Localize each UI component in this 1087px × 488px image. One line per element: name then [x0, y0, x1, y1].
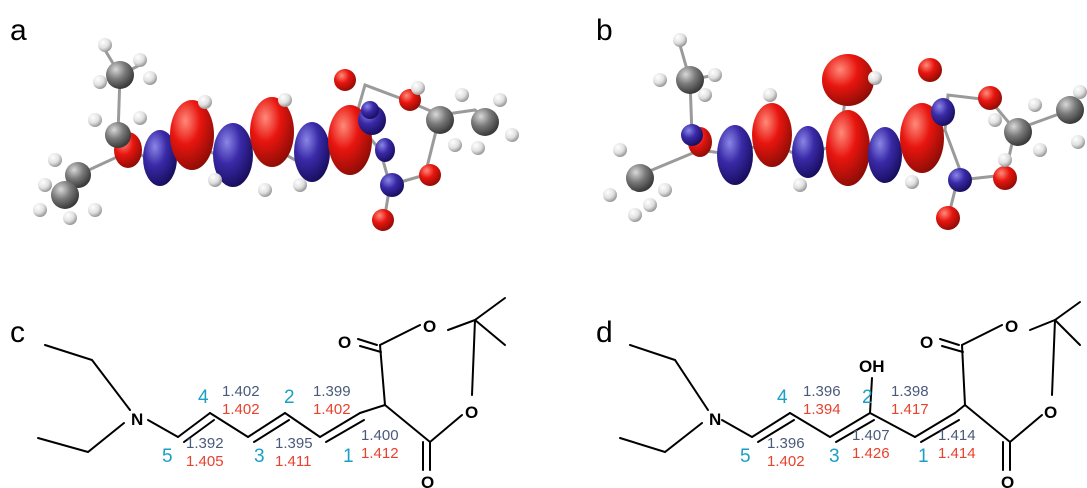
panel-d: d N OH O O O — [596, 301, 1081, 488]
bond-length-2-gray: 1.398 — [891, 383, 929, 400]
panel-a: a — [10, 14, 519, 231]
bond-length-3-red: 1.411 — [275, 453, 311, 470]
bond-index-2: 2 — [284, 387, 295, 408]
panel-b: b — [596, 14, 1087, 230]
atom-n: N — [709, 410, 721, 429]
panel-c-label: c — [10, 316, 25, 349]
bond-index-4: 4 — [777, 387, 788, 408]
atom-oh: OH — [859, 357, 885, 376]
bond-length-5-gray: 1.396 — [767, 435, 805, 452]
bond-index-1: 1 — [918, 446, 929, 467]
bond-index-4: 4 — [198, 387, 209, 408]
bond-length-1-gray: 1.414 — [938, 427, 976, 444]
bond-length-2-red: 1.417 — [891, 401, 929, 418]
bond-length-2-red: 1.402 — [313, 401, 351, 418]
bond-index-5: 5 — [740, 446, 751, 467]
bond-length-5-red: 1.402 — [767, 453, 805, 470]
bond-length-1-gray: 1.400 — [361, 427, 399, 444]
atom-o-ring-top: O — [1005, 317, 1018, 336]
panel-d-label: d — [596, 316, 613, 349]
atom-o-ring-bottom: O — [465, 403, 478, 422]
panel-b-molecule-render — [603, 33, 1087, 230]
bond-length-5-gray: 1.392 — [186, 435, 224, 452]
bond-length-2-gray: 1.399 — [313, 383, 351, 400]
bond-length-3-gray: 1.407 — [852, 427, 890, 444]
atom-o-carbonyl-bottom: O — [421, 473, 434, 488]
bond-index-3: 3 — [254, 446, 265, 467]
bond-index-5: 5 — [162, 446, 173, 467]
bond-length-1-red: 1.414 — [938, 445, 976, 462]
bond-length-4-gray: 1.402 — [222, 383, 260, 400]
panel-b-label: b — [596, 14, 613, 47]
bond-length-4-red: 1.394 — [803, 401, 841, 418]
bond-length-3-gray: 1.395 — [275, 435, 313, 452]
panel-a-molecule-render — [33, 38, 519, 231]
bond-index-2: 2 — [862, 387, 873, 408]
panel-d-skeleton — [619, 301, 1081, 471]
panel-c: c — [10, 297, 506, 488]
panel-a-label: a — [10, 14, 27, 47]
bond-length-5-red: 1.405 — [186, 453, 224, 470]
bond-length-3-red: 1.426 — [852, 445, 890, 462]
bond-index-1: 1 — [343, 446, 354, 467]
bond-length-4-red: 1.402 — [222, 401, 260, 418]
atom-o-carbonyl-top: O — [338, 333, 351, 352]
bond-index-3: 3 — [829, 446, 840, 467]
atom-n: N — [131, 410, 143, 429]
atom-o-carbonyl-top: O — [920, 333, 933, 352]
panel-c-skeleton — [37, 297, 506, 471]
bond-length-1-red: 1.412 — [361, 445, 399, 462]
atom-o-ring-top: O — [423, 317, 436, 336]
atom-o-ring-bottom: O — [1044, 403, 1057, 422]
atom-o-carbonyl-bottom: O — [1001, 473, 1014, 488]
bond-length-4-gray: 1.396 — [803, 383, 841, 400]
